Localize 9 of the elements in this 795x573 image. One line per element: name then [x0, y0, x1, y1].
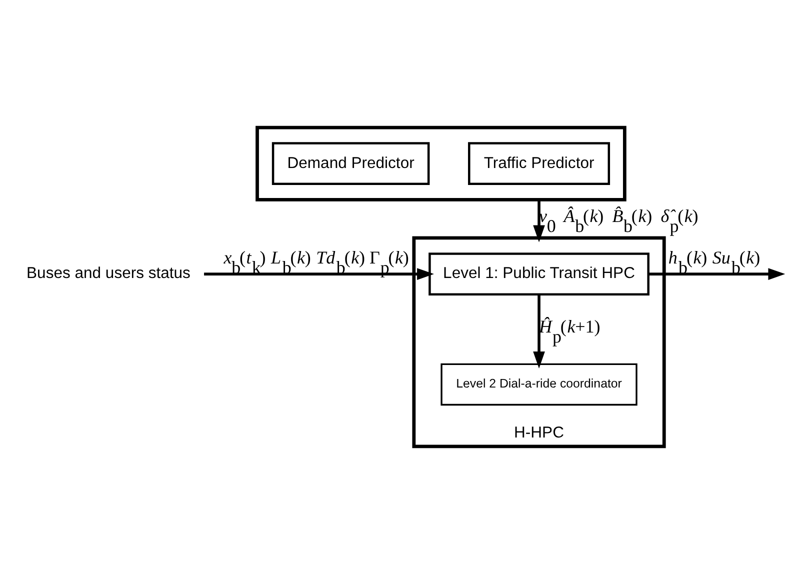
- arrow: [533, 294, 545, 368]
- cluster: [256, 125, 626, 201]
- arrow: [648, 268, 786, 280]
- node-box: Level 2 Dial-a-ride coordinator: [440, 362, 638, 406]
- node-box: Traffic Predictor: [468, 142, 610, 184]
- arrow: [204, 268, 434, 280]
- node-box: Level 1: Public Transit HPC: [428, 252, 650, 295]
- node-text: Buses and users status: [26, 264, 190, 282]
- node-box: Demand Predictor: [272, 142, 430, 184]
